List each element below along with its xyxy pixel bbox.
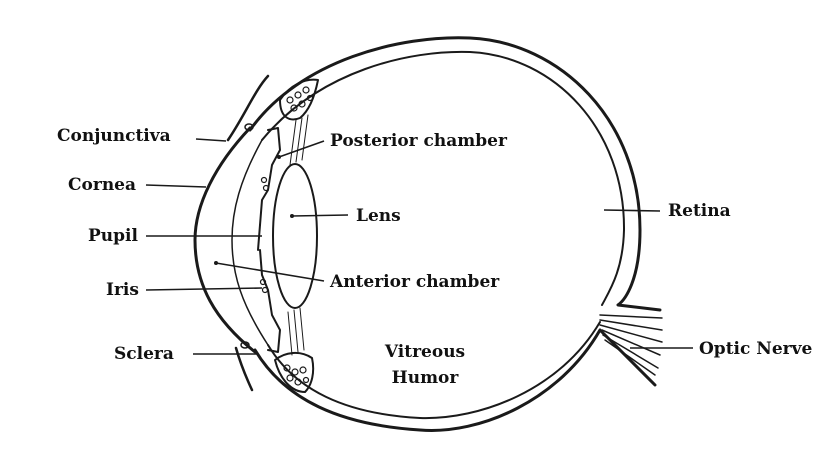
label-cornea: Cornea <box>68 175 136 195</box>
label-optic-nerve: Optic Nerve <box>699 339 812 359</box>
iris-leader <box>146 288 262 290</box>
cornea-leader <box>146 185 206 187</box>
iris-band-upper <box>260 128 280 225</box>
retina-leader <box>604 210 660 211</box>
leader-dots <box>214 155 294 265</box>
cornea-curve <box>195 128 255 352</box>
label-conjunctiva: Conjunctiva <box>57 126 171 146</box>
zonule-fibers-upper <box>290 115 308 165</box>
label-vitreous-line1: Vitreous <box>370 342 480 362</box>
anterior-chamber-leader <box>216 263 324 281</box>
optic-nerve-fibers <box>600 315 662 375</box>
label-retina: Retina <box>668 201 731 221</box>
pupil-gap <box>258 225 260 250</box>
label-iris: Iris <box>106 280 139 300</box>
zonule-fibers-lower <box>288 308 304 355</box>
label-pupil: Pupil <box>88 226 138 246</box>
anterior-chamber-boundary <box>232 140 268 345</box>
label-lens: Lens <box>356 206 401 226</box>
label-vitreous-line2: Humor <box>370 368 480 388</box>
label-anterior-chamber: Anterior chamber <box>330 272 499 292</box>
label-sclera: Sclera <box>114 344 174 364</box>
sclera-outer-wall <box>250 38 660 310</box>
posterior-chamber-leader <box>279 141 324 157</box>
label-posterior-chamber: Posterior chamber <box>330 131 507 151</box>
conjunctiva-leader <box>196 139 226 141</box>
lens-leader <box>292 215 348 216</box>
lens-shape <box>273 164 317 308</box>
